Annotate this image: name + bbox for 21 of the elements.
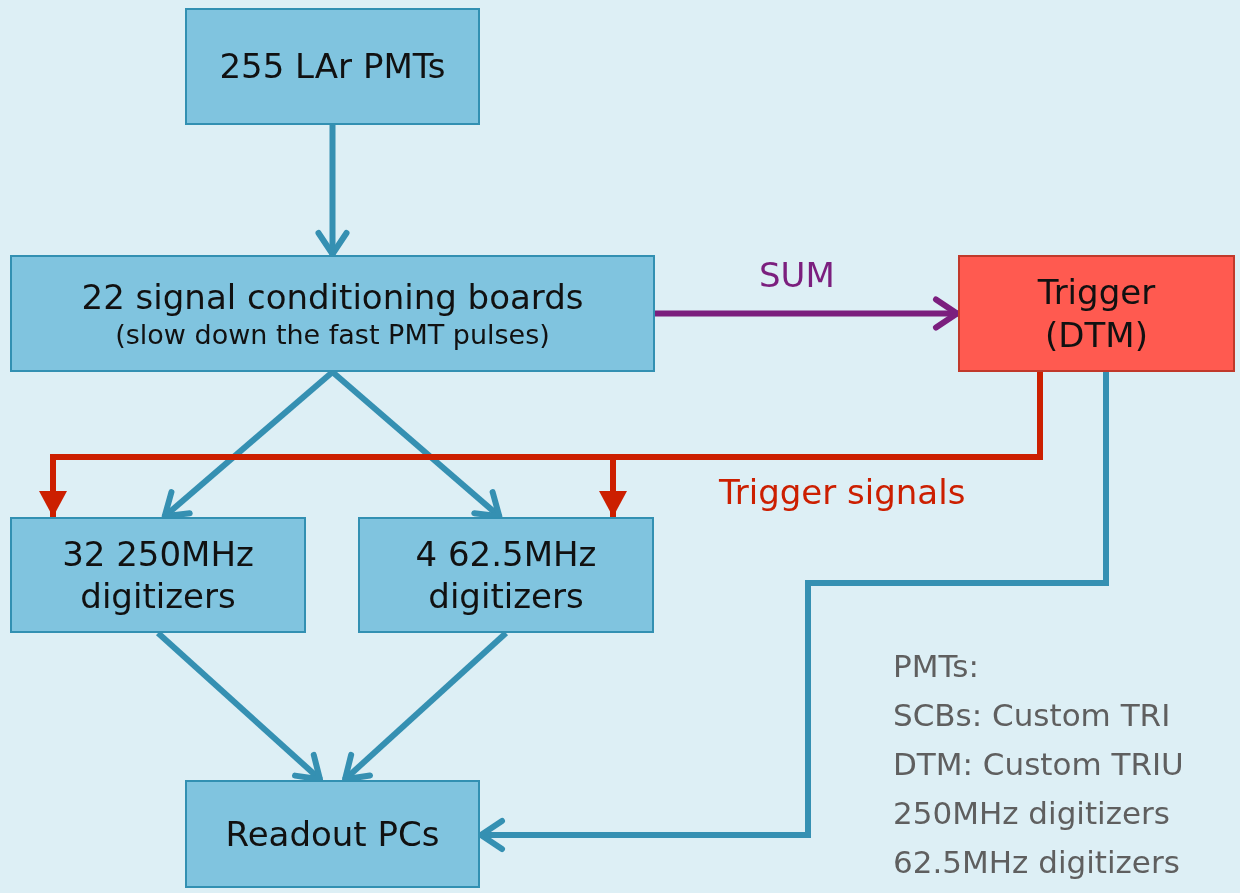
node-title: 4 62.5MHz digitizers [414,532,598,618]
node-title: 32 250MHz digitizers [61,532,255,618]
note-text: 62.5MHz digitizers [893,844,1180,880]
note-text: PMTs: [893,648,979,684]
node-title: Trigger (DTM) [1036,271,1157,356]
process-box [185,8,480,125]
node-subtitle: (slow down the fast PMT pulses) [115,318,550,351]
trigger-box [958,255,1235,372]
process-box [358,517,654,633]
node-title: Readout PCs [225,812,440,856]
process-box [10,517,306,633]
process-box [10,255,655,372]
node-title: 255 LAr PMTs [219,45,446,88]
node-title: 22 signal conditioning boards [81,276,584,319]
arrow [599,372,1043,517]
arrow [655,296,960,331]
note-text: 250MHz digitizers [893,795,1170,831]
note-text: DTM: Custom TRIU [893,746,1184,782]
process-box [185,780,480,888]
arrow [315,125,350,257]
note-text: SCBs: Custom TRI [893,697,1171,733]
